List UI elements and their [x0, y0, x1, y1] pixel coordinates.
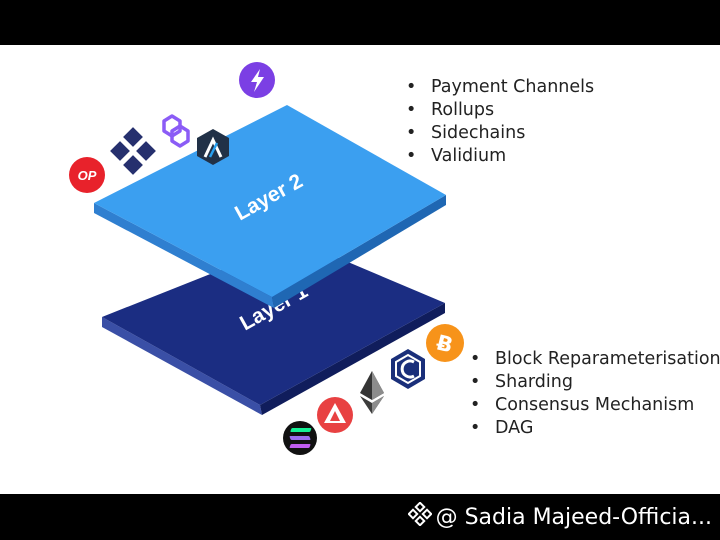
watermark: @ Sadia Majeed-Officia... [406, 501, 712, 532]
diamond-cluster-logo [110, 127, 156, 175]
optimism-logo: OP [69, 157, 105, 193]
ethereum-logo [360, 371, 384, 414]
layer2-slab: Layer 2 [94, 105, 446, 308]
layer-diagram: Layer 1 Layer 2 OP [69, 62, 464, 455]
list-item: Sharding [468, 371, 720, 394]
polygon-logo [162, 114, 190, 148]
list-item: Payment Channels [404, 76, 594, 99]
avalanche-logo [317, 397, 353, 433]
bottom-bar: @ Sadia Majeed-Officia... [0, 494, 720, 540]
layer1-solutions-list: Block Reparameterisation Sharding Consen… [468, 348, 720, 440]
lightning-logo [239, 62, 275, 98]
watermark-text: @ Sadia Majeed-Officia... [435, 504, 712, 530]
cardano-c-logo [391, 349, 425, 389]
list-item: Consensus Mechanism [468, 394, 720, 417]
list-item: DAG [468, 417, 720, 440]
layer1-top [102, 240, 445, 405]
layer2-solutions-list: Payment Channels Rollups Sidechains Vali… [404, 76, 594, 168]
optimism-logo-text: OP [78, 168, 97, 183]
layer1-side-right [260, 303, 445, 415]
list-item: Rollups [404, 99, 594, 122]
binance-diamond-icon [406, 501, 433, 532]
diagram-canvas: Layer 1 Layer 2 OP [0, 45, 720, 494]
solana-logo [283, 421, 317, 455]
bitcoin-symbol: Ƀ [434, 330, 455, 357]
bitcoin-logo: Ƀ [426, 324, 464, 362]
layer1-side-left [102, 317, 262, 415]
layer2-side-right [272, 195, 446, 308]
list-item: Validium [404, 145, 594, 168]
layer2-top [94, 105, 446, 297]
arbitrum-logo [197, 129, 229, 165]
list-item: Sidechains [404, 122, 594, 145]
layer2-side-left [94, 203, 274, 308]
list-item: Block Reparameterisation [468, 348, 720, 371]
